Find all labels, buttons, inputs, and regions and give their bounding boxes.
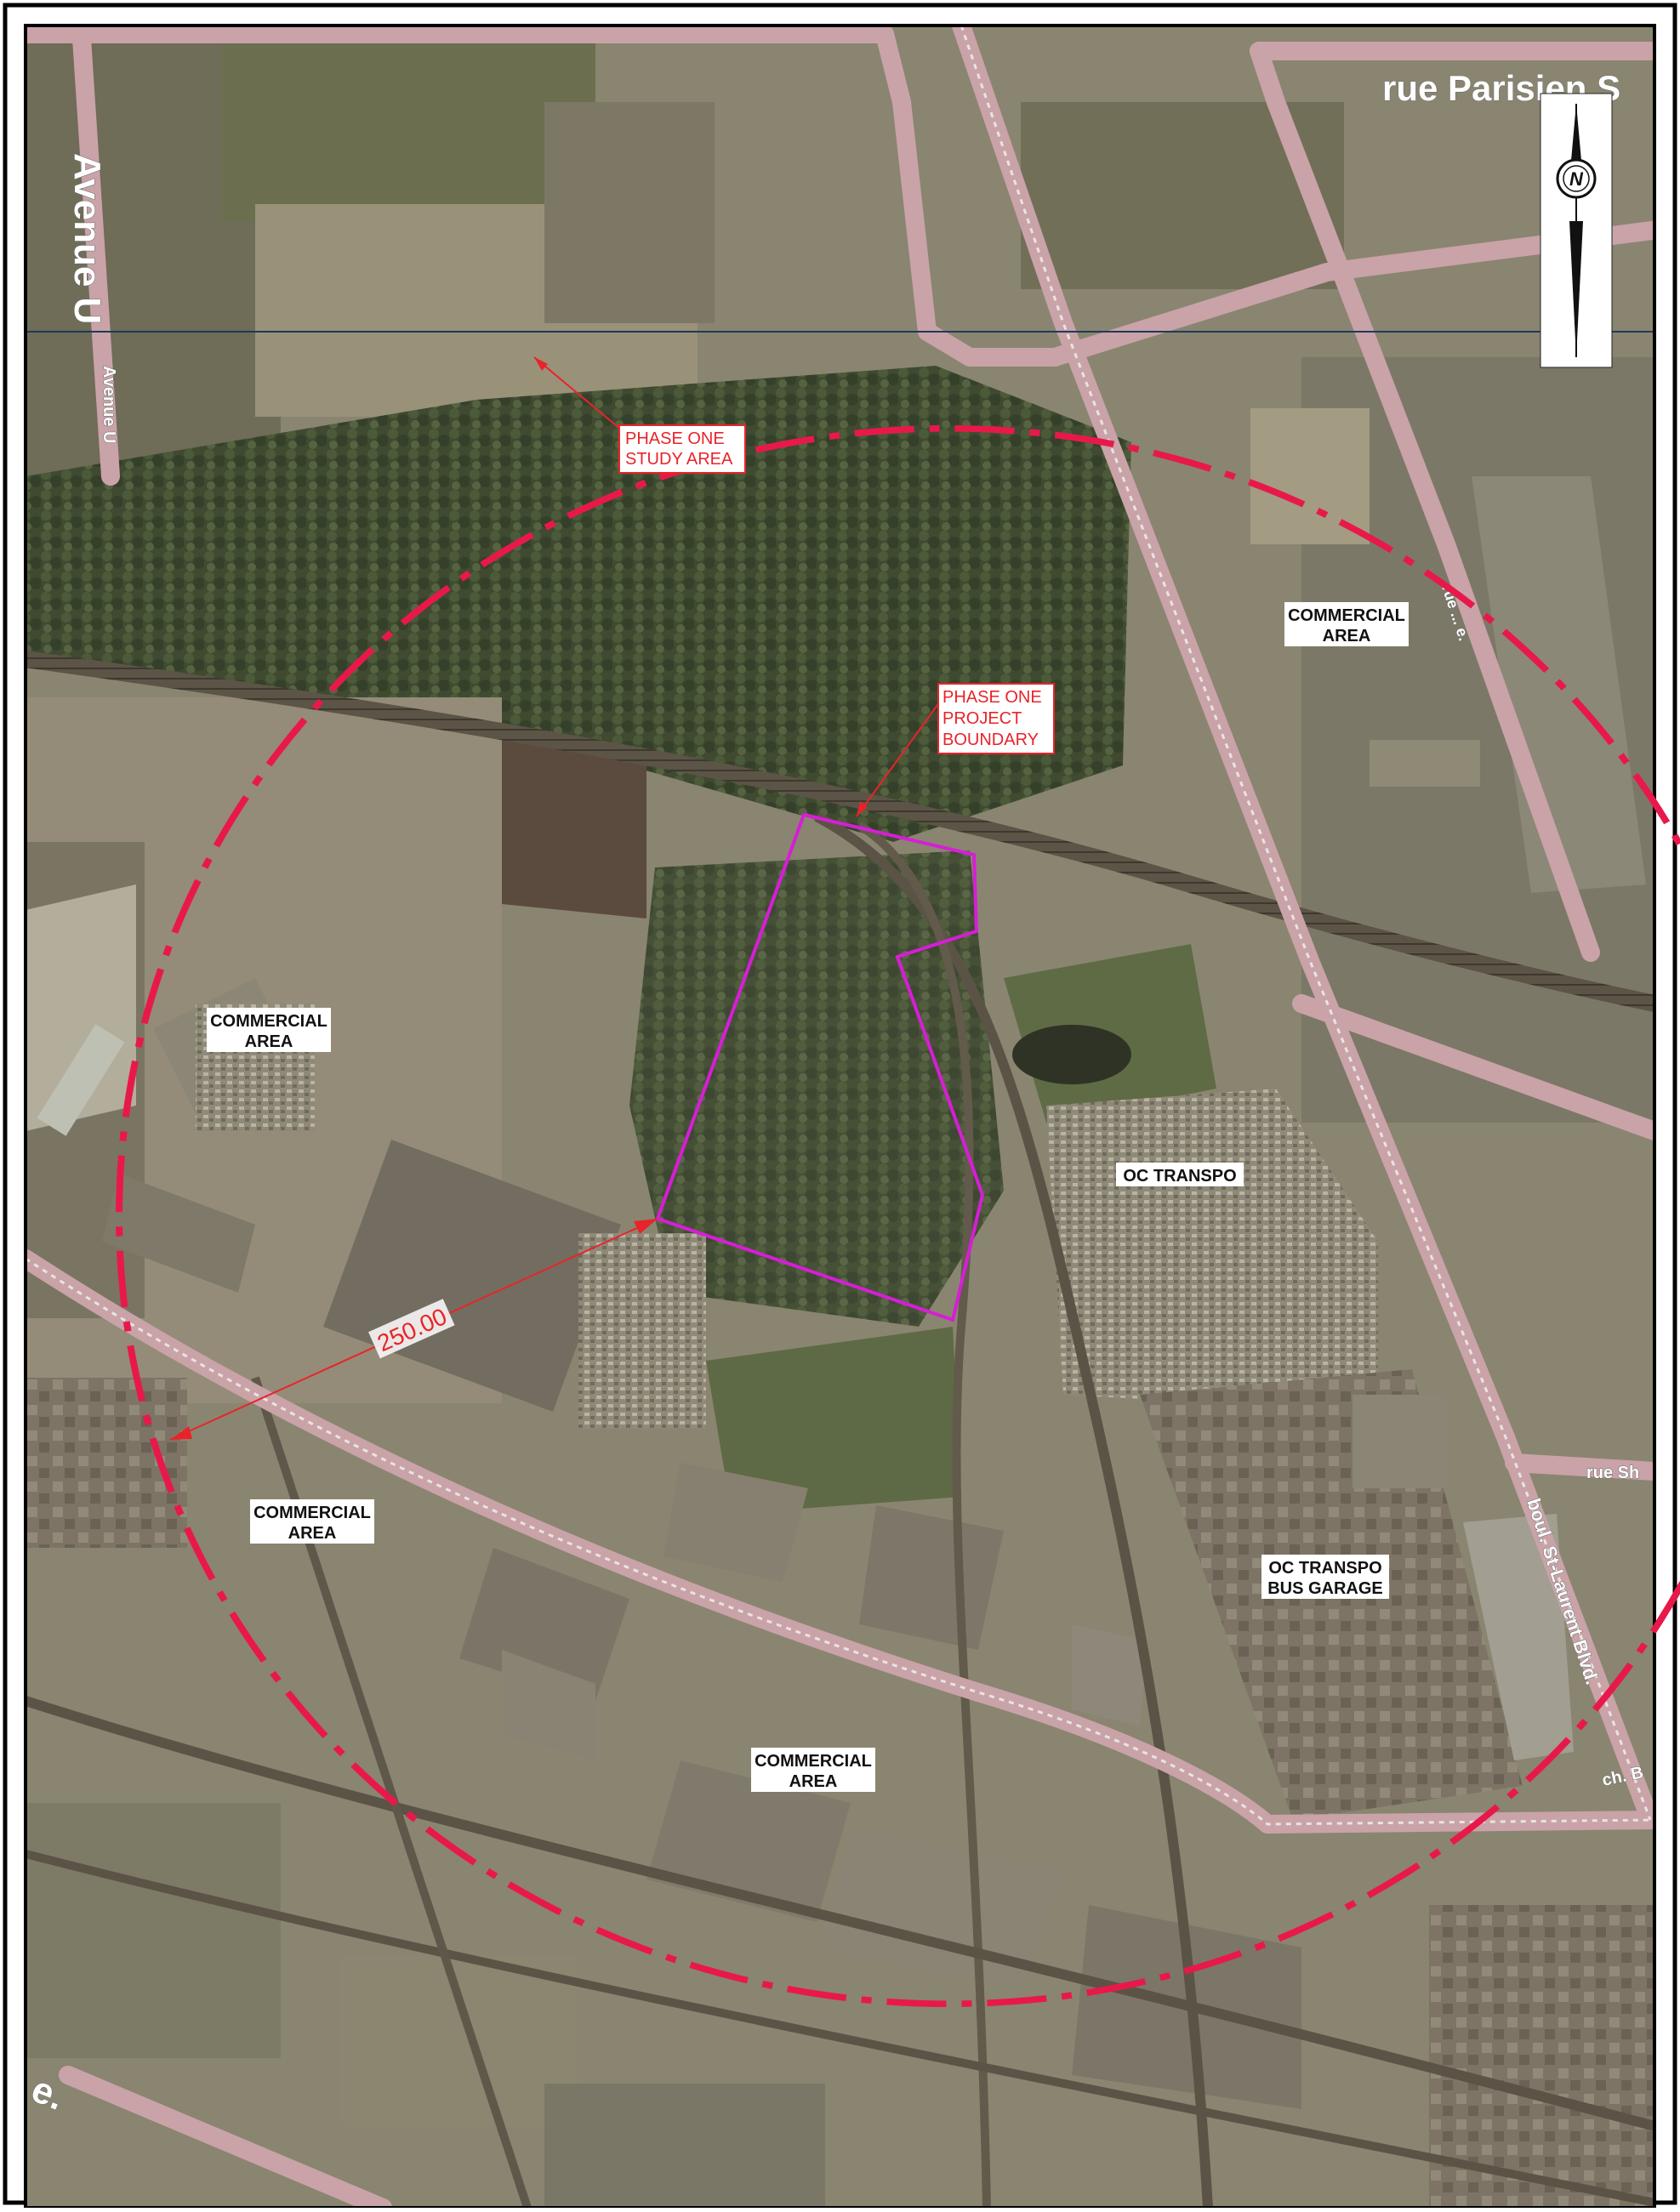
street-label-avenue-u-small: Avenue U	[100, 366, 118, 444]
label-oc-transpo-bus-garage: OC TRANSPO BUS GARAGE	[1261, 1555, 1389, 1599]
project-boundary-leader	[856, 701, 941, 817]
street-label-avenue-u-large: Avenue U	[66, 153, 108, 324]
road-network	[26, 26, 1654, 2208]
svg-text:AREA: AREA	[789, 1772, 838, 1791]
label-phase-one-study-area: PHASE ONE STUDY AREA	[618, 424, 746, 474]
svg-text:COMMERCIAL: COMMERCIAL	[253, 1504, 371, 1522]
svg-text:PROJECT: PROJECT	[943, 709, 1022, 728]
label-commercial-area-nw: COMMERCIAL AREA	[207, 1008, 331, 1052]
svg-text:BUS GARAGE: BUS GARAGE	[1267, 1579, 1383, 1598]
svg-text:OC TRANSPO: OC TRANSPO	[1123, 1167, 1236, 1186]
study-area-leader	[533, 356, 622, 430]
label-commercial-area-ne: COMMERCIAL AREA	[1284, 602, 1409, 646]
label-phase-one-project-boundary: PHASE ONE PROJECT BOUNDARY	[937, 683, 1055, 754]
radius-arrowhead-start	[170, 1426, 192, 1440]
svg-text:BOUNDARY: BOUNDARY	[943, 731, 1039, 749]
svg-text:OC TRANSPO: OC TRANSPO	[1268, 1559, 1381, 1578]
svg-text:COMMERCIAL: COMMERCIAL	[210, 1012, 327, 1031]
north-arrow-icon: N	[1540, 93, 1613, 368]
aerial-photo	[26, 26, 1654, 2208]
label-commercial-area-s: COMMERCIAL AREA	[751, 1748, 875, 1792]
radius-arrowhead-end	[634, 1219, 658, 1234]
svg-text:AREA: AREA	[1323, 627, 1371, 645]
street-label-rue-sh: rue Sh	[1586, 1464, 1639, 1482]
svg-text:COMMERCIAL: COMMERCIAL	[1288, 606, 1405, 625]
svg-text:AREA: AREA	[288, 1524, 337, 1543]
label-oc-transpo: OC TRANSPO	[1116, 1163, 1244, 1186]
svg-text:AREA: AREA	[245, 1032, 293, 1051]
svg-text:COMMERCIAL: COMMERCIAL	[755, 1752, 872, 1771]
svg-text:PHASE ONE: PHASE ONE	[625, 429, 725, 448]
label-commercial-area-sw: COMMERCIAL AREA	[250, 1499, 374, 1544]
svg-text:N: N	[1569, 168, 1584, 190]
project-boundary-polygon	[655, 812, 985, 1322]
svg-text:STUDY AREA: STUDY AREA	[625, 450, 733, 469]
svg-text:PHASE ONE: PHASE ONE	[943, 688, 1042, 707]
